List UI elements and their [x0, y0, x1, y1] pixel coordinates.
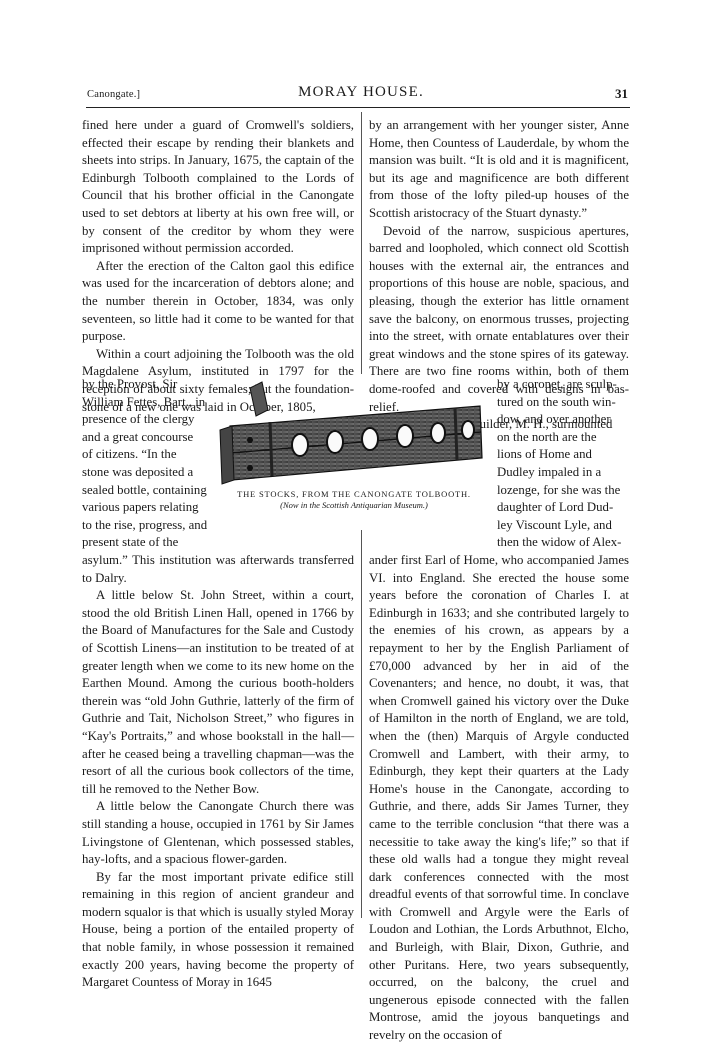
left-wrap-text: by the Provost, Sir William Fettes, Bart…: [82, 376, 210, 552]
text-line: present state of the: [82, 535, 179, 550]
column-divider-bottom: [361, 530, 362, 918]
text-line: ley Viscount Lyle, and: [497, 517, 612, 532]
text-line: daughter of Lord Dud-: [497, 500, 614, 515]
paragraph: A little below St. John Street, within a…: [82, 588, 354, 796]
paragraph: fined here under a guard of Cromwell's s…: [82, 118, 354, 256]
text-line: stone was deposited a: [82, 464, 194, 479]
text-line: presence of the clergy: [82, 412, 195, 427]
stocks-illustration: [210, 380, 500, 522]
paragraph: By far the most important private edific…: [82, 869, 354, 990]
text-line: sealed bottle, containing: [82, 482, 207, 497]
text-line: tured on the south win-: [497, 394, 616, 409]
right-column-bottom: ander first Earl of Home, who accompanie…: [369, 552, 629, 1045]
paragraph: A little below the Canongate Church ther…: [82, 799, 354, 867]
paragraph: ander first Earl of Home, who accompanie…: [369, 553, 629, 1043]
text-line: to the rise, progress, and: [82, 517, 208, 532]
text-line: various papers relating: [82, 500, 199, 515]
page-number: 31: [615, 86, 628, 101]
paragraph: After the erection of the Calton gaol th…: [82, 258, 354, 344]
text-line: of citizens. “In the: [82, 447, 177, 462]
stocks-drawing: [219, 381, 483, 485]
header-rule: [86, 107, 630, 108]
right-wrap-text: by a coronet, are sculp- tured on the so…: [497, 376, 627, 552]
paragraph: asylum.” This institution was afterwards…: [82, 553, 354, 585]
paragraph: Devoid of the narrow, suspicious apertur…: [369, 223, 629, 414]
figure-caption-block: THE STOCKS, FROM THE CANONGATE TOLBOOTH.…: [212, 489, 496, 510]
text-line: Dudley impaled in a: [497, 464, 602, 479]
left-column-bottom: asylum.” This institution was afterwards…: [82, 552, 354, 992]
text-line: dow, and over another: [497, 412, 611, 427]
text-line: by the Provost, Sir: [82, 377, 178, 391]
text-line: lions of Home and: [497, 447, 592, 462]
left-column-top: fined here under a guard of Cromwell's s…: [82, 117, 354, 416]
right-column-top: by an arrangement with her younger siste…: [369, 117, 629, 434]
page: Canongate.] MORAY HOUSE. 31 fined here u…: [82, 84, 630, 1042]
column-divider-top: [361, 112, 362, 374]
running-header-section: Canongate.]: [87, 89, 141, 100]
text-line: William Fettes, Bart., in: [82, 394, 206, 409]
text-line: on the north are the: [497, 429, 597, 444]
paragraph: by an arrangement with her younger siste…: [369, 118, 629, 220]
figure-caption: THE STOCKS, FROM THE CANONGATE TOLBOOTH.: [237, 489, 471, 499]
figure-subcaption: (Now in the Scottish Antiquarian Museum.…: [280, 500, 428, 510]
text-line: by a coronet, are sculp-: [497, 377, 617, 391]
text-line: then the widow of Alex-: [497, 535, 622, 550]
running-header-title: MORAY HOUSE.: [298, 84, 424, 100]
text-line: lozenge, for she was the: [497, 482, 621, 497]
text-line: and a great concourse: [82, 429, 194, 444]
